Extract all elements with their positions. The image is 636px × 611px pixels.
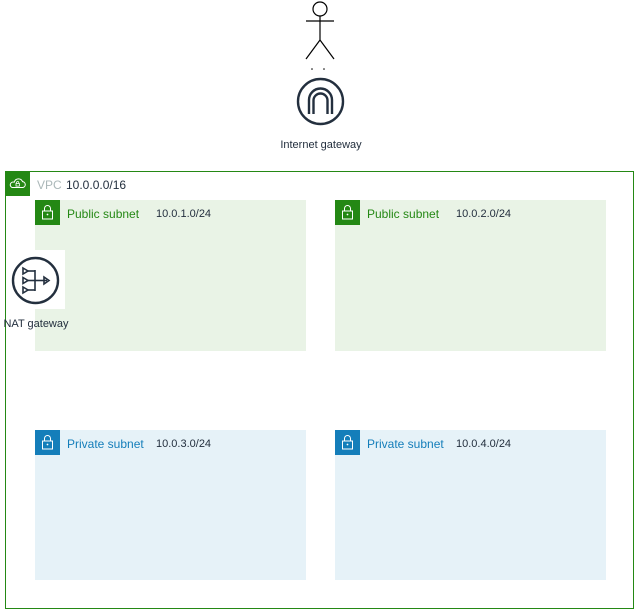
internet-gateway-icon [296,77,345,126]
subnet-cidr: 10.0.3.0/24 [156,438,212,450]
public-subnet-lock-icon [335,200,360,225]
subnet-cidr: 10.0.1.0/24 [156,208,212,220]
private-subnet-1: Private subnet 10.0.3.0/24 [35,430,306,580]
subnet-name: Private subnet [367,437,444,451]
subnet-name: Public subnet [67,207,140,221]
subnet-cidr: 10.0.2.0/24 [456,208,512,220]
subnet-name: Public subnet [367,207,440,221]
subnet-name: Private subnet [67,437,144,451]
vpc-cidr: 10.0.0.0/16 [66,178,127,192]
public-subnet-2: Public subnet 10.0.2.0/24 [335,200,606,351]
private-subnet-lock-icon [335,430,360,455]
user-icon [305,1,335,70]
public-subnet-lock-icon [35,200,60,225]
private-subnet-lock-icon [35,430,60,455]
subnet-cidr: 10.0.4.0/24 [456,438,512,450]
vpc-container [5,171,634,609]
private-subnet-2: Private subnet 10.0.4.0/24 [335,430,606,580]
internet-gateway-label: Internet gateway [280,139,362,151]
nat-gateway-icon [11,256,60,305]
vpc-cloud-icon [5,171,30,196]
vpc-name: VPC [37,178,62,192]
nat-gateway-label: NAT gateway [3,318,69,330]
public-subnet-1: Public subnet 10.0.1.0/24 [35,200,306,351]
